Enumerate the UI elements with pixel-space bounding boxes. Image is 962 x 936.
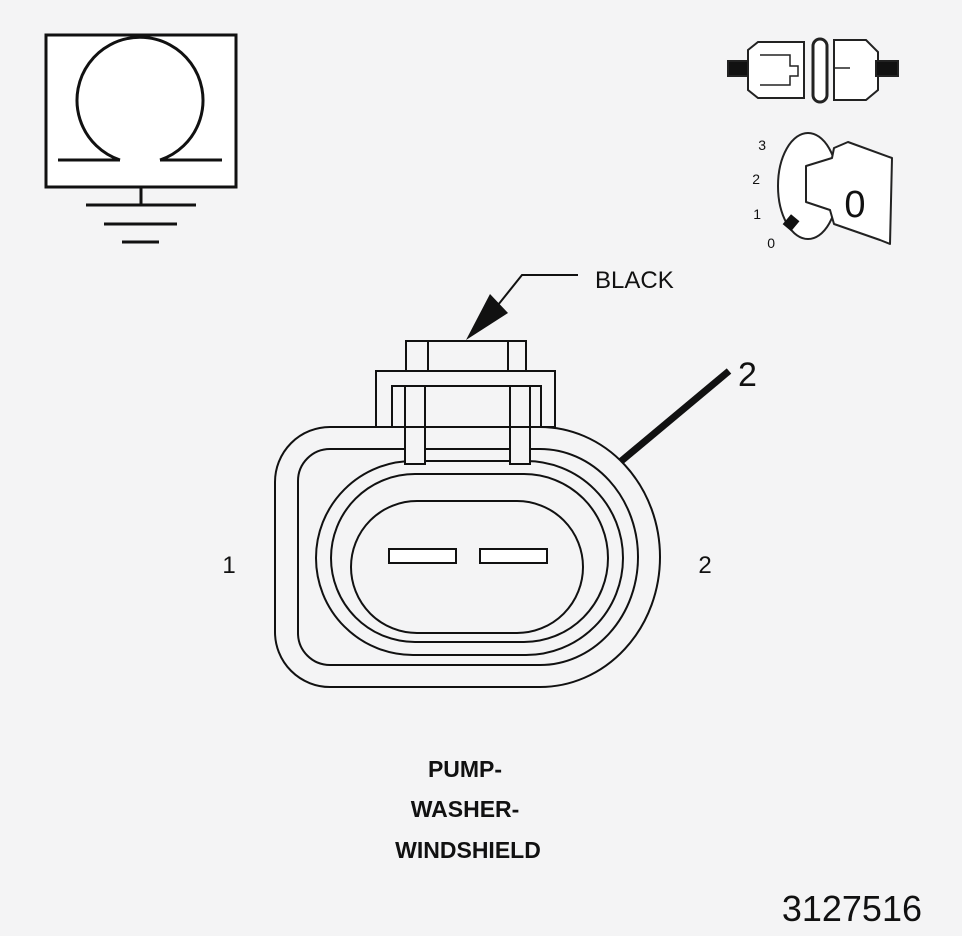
component-title-line2: WASHER- bbox=[411, 796, 520, 822]
color-label: BLACK bbox=[595, 267, 674, 294]
pin-label-1: 1 bbox=[222, 552, 235, 579]
ignition-key-icon: 3 2 1 0 0 bbox=[752, 132, 893, 251]
ohmmeter-ground-icon bbox=[44, 33, 238, 244]
disconnected-connector-icon bbox=[727, 37, 899, 104]
ignition-key-label: 0 bbox=[844, 184, 865, 226]
component-title-line1: PUMP- bbox=[428, 756, 502, 782]
pin-label-2: 2 bbox=[698, 552, 711, 579]
ignition-pos-2: 2 bbox=[752, 171, 760, 187]
ignition-pos-1: 1 bbox=[753, 206, 761, 222]
connector-face bbox=[274, 340, 661, 688]
ignition-pos-3: 3 bbox=[758, 137, 766, 153]
component-title-line3: WINDSHIELD bbox=[395, 837, 541, 863]
black-callout-arrow bbox=[466, 274, 578, 340]
figure-id: 3127516 bbox=[782, 888, 922, 929]
ignition-pos-0: 0 bbox=[767, 235, 775, 251]
terminal-callout-label: 2 bbox=[738, 356, 757, 394]
